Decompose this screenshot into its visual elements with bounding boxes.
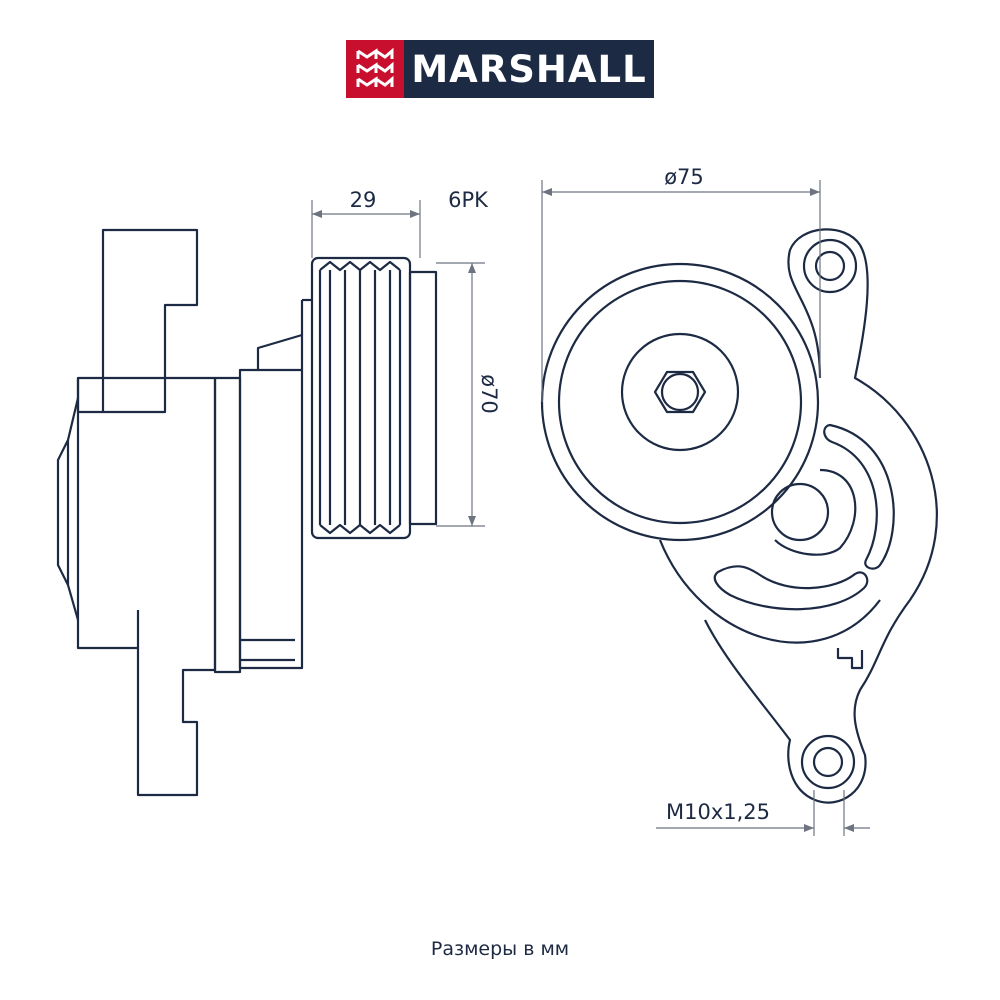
- pulley-bolt-hex: [653, 370, 707, 414]
- dim-outer-diameter-label: ø75: [664, 165, 704, 189]
- side-view-end-cap: [56, 397, 80, 621]
- bottom-mount-hole: [812, 746, 844, 778]
- brand-name: MARSHALL: [404, 40, 654, 98]
- dim-pulley-diameter-label: ø70: [477, 374, 501, 414]
- belt-profile-label: 6PK: [448, 188, 489, 212]
- dim-pulley-diameter: ø70: [436, 262, 501, 527]
- side-view: 29 6PK ø70: [56, 188, 501, 797]
- brand-logo: MARSHALL: [346, 40, 654, 98]
- top-mount-hole: [814, 250, 846, 282]
- dim-pulley-width: 29: [311, 188, 421, 258]
- arc-slot-right: [823, 423, 895, 570]
- units-note: Размеры в мм: [430, 938, 570, 960]
- arc-slot-bottom: [713, 565, 869, 611]
- side-view-bracket: [76, 228, 199, 414]
- dim-pulley-width-label: 29: [350, 188, 377, 212]
- top-mount-boss: [802, 238, 858, 294]
- brand-mark-icon: [346, 40, 404, 98]
- dim-bolt-thread: M10x1,25: [656, 790, 870, 836]
- front-view: ø75 M10x1,25: [540, 165, 938, 836]
- front-view-housing: [704, 228, 938, 804]
- dim-outer-diameter: ø75: [541, 165, 821, 402]
- dim-bolt-thread-label: M10x1,25: [666, 800, 770, 824]
- side-view-body: [76, 378, 217, 797]
- bottom-mount-boss: [800, 734, 856, 790]
- side-view-pulley: [302, 256, 438, 540]
- front-pulley-hub: [620, 332, 740, 452]
- pivot-bore: [770, 482, 830, 542]
